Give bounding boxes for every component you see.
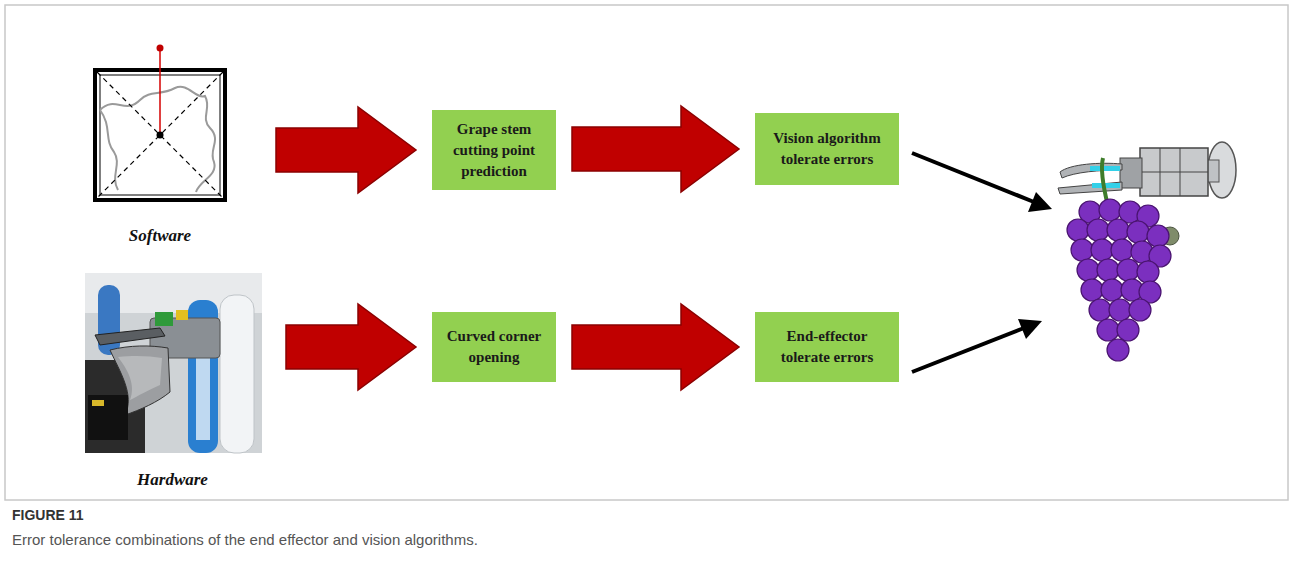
panel-label: Hardware — [75, 470, 270, 490]
block-arrow — [276, 107, 416, 193]
text-wrap: Curved corner opening — [440, 326, 548, 368]
image-panel: Software — [60, 38, 260, 246]
text-wrap: Grape stem cutting point prediction — [440, 119, 548, 182]
process-box: Grape stem cutting point prediction — [432, 110, 556, 190]
software-figure — [95, 45, 225, 201]
figure-number: FIGURE 11 — [12, 507, 84, 523]
box-text: End-effector tolerate errors — [763, 326, 891, 368]
end-effector-grape — [1058, 142, 1236, 361]
text-wrap: Vision algorithm tolerate errors — [763, 128, 891, 170]
text-wrap: End-effector tolerate errors — [763, 326, 891, 368]
box-text: Grape stem cutting point prediction — [440, 119, 548, 182]
panel-label: Software — [60, 226, 260, 246]
figure-caption: Error tolerance combinations of the end … — [12, 531, 478, 548]
process-box: End-effector tolerate errors — [755, 312, 899, 382]
process-box: Curved corner opening — [432, 312, 556, 382]
block-arrow — [286, 304, 416, 390]
process-box: Vision algorithm tolerate errors — [755, 113, 899, 185]
box-text: Curved corner opening — [440, 326, 548, 368]
hardware-photo — [85, 273, 262, 453]
box-text: Vision algorithm tolerate errors — [763, 128, 891, 170]
pointer-arrow — [912, 153, 1052, 372]
image-panel: Hardware — [75, 266, 270, 490]
block-arrow — [572, 106, 739, 192]
block-arrow — [572, 304, 739, 390]
figure-frame — [5, 5, 1288, 500]
